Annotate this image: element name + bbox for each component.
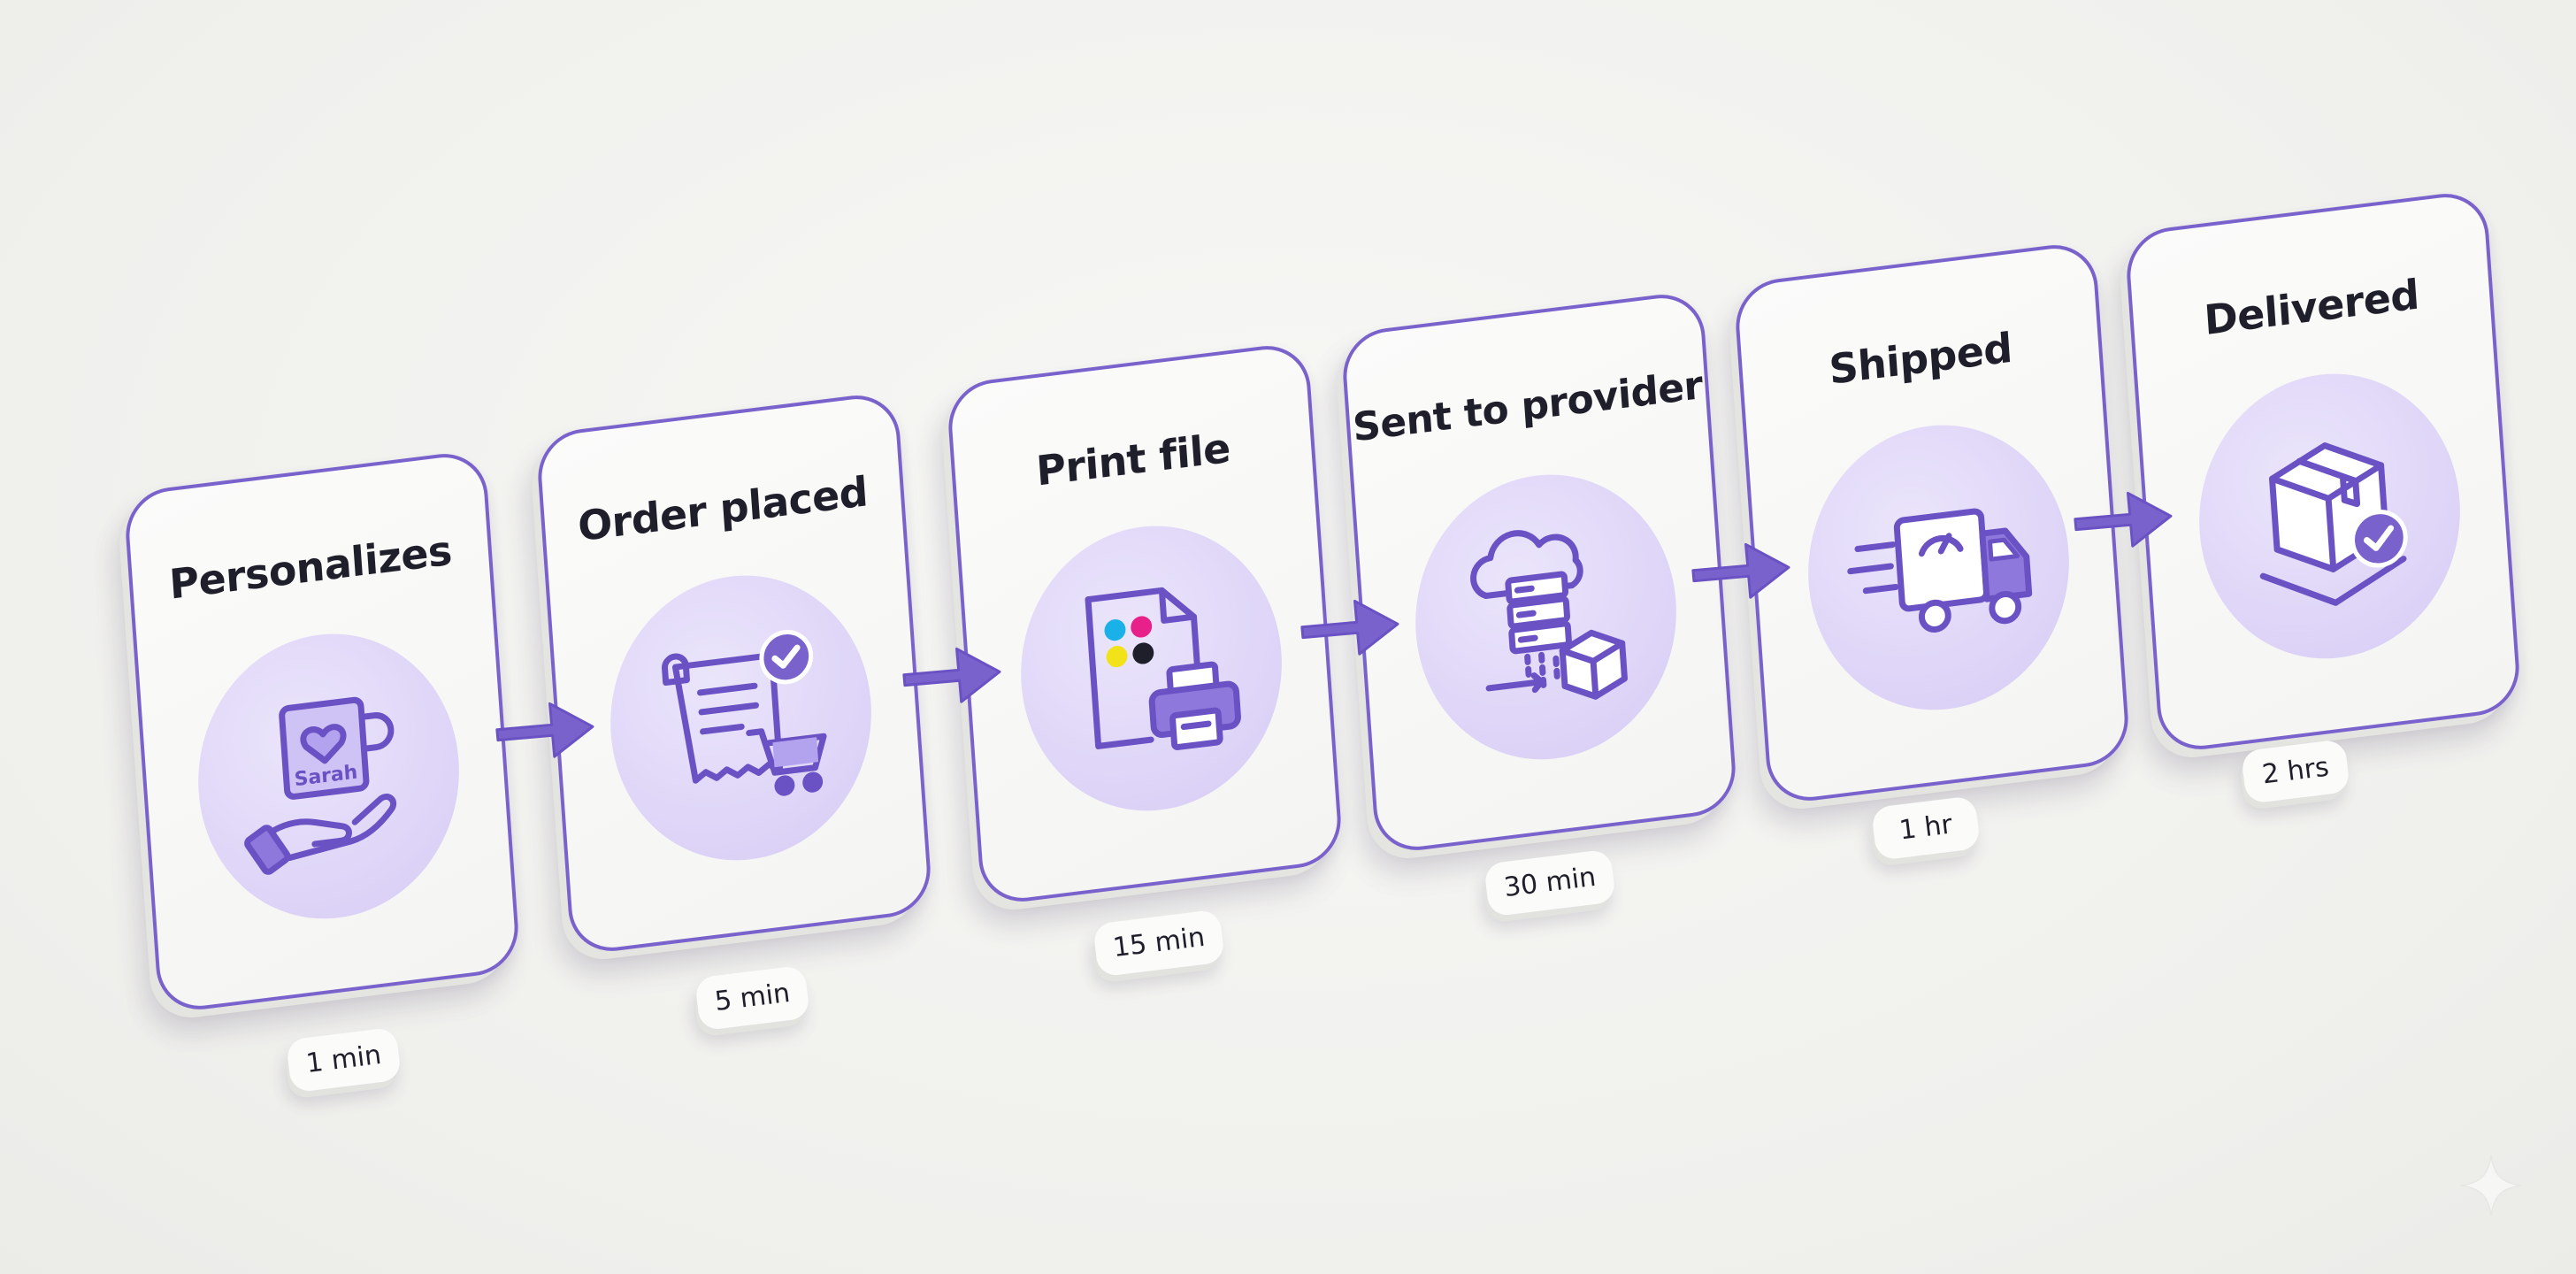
step-card-order-placed: Order placed xyxy=(534,390,934,956)
icon-disc xyxy=(601,560,881,876)
step-title: Order placed xyxy=(576,467,870,551)
file-printer-icon xyxy=(1085,587,1241,750)
sparkle-icon xyxy=(2460,1155,2522,1216)
cloud-server-box-icon xyxy=(1470,530,1628,700)
flow-arrow xyxy=(495,702,594,758)
flow-arrow xyxy=(2074,491,2173,548)
step-card-delivered: Delivered xyxy=(2123,188,2523,755)
flow-arrow xyxy=(1300,599,1399,656)
receipt-cart-check-icon xyxy=(662,630,827,796)
icon-disc xyxy=(2189,358,2470,674)
step-title: Personalizes xyxy=(167,526,454,609)
step-title: Print file xyxy=(1034,423,1232,495)
step-card-shipped: Shipped xyxy=(1732,240,2132,806)
duration-pill: 2 hrs xyxy=(2240,739,2351,804)
step-title: Shipped xyxy=(1827,323,2014,394)
duration-pill: 30 min xyxy=(1483,848,1617,917)
step-title: Delivered xyxy=(2202,270,2421,345)
step-card-personalizes: Personalizes Sarah xyxy=(122,449,522,1015)
step-card-print-file: Print file xyxy=(945,341,1345,907)
package-check-icon xyxy=(2259,442,2408,606)
icon-disc xyxy=(1011,510,1292,826)
duration-pill: 1 min xyxy=(285,1026,402,1094)
mug-hand-icon: Sarah xyxy=(244,696,397,875)
icon-disc xyxy=(1798,410,2079,725)
duration-pill: 1 hr xyxy=(1870,795,1982,861)
flow-arrow xyxy=(1691,542,1790,599)
flow-arrow xyxy=(902,647,1001,703)
icon-disc xyxy=(1406,459,1686,775)
delivery-truck-icon xyxy=(1847,508,2033,633)
icon-disc: Sarah xyxy=(188,618,469,934)
duration-pill: 15 min xyxy=(1092,909,1226,978)
step-card-sent-to-provider: Sent to provider xyxy=(1339,289,1739,856)
duration-pill: 5 min xyxy=(694,964,811,1032)
step-title: Sent to provider xyxy=(1351,362,1705,451)
